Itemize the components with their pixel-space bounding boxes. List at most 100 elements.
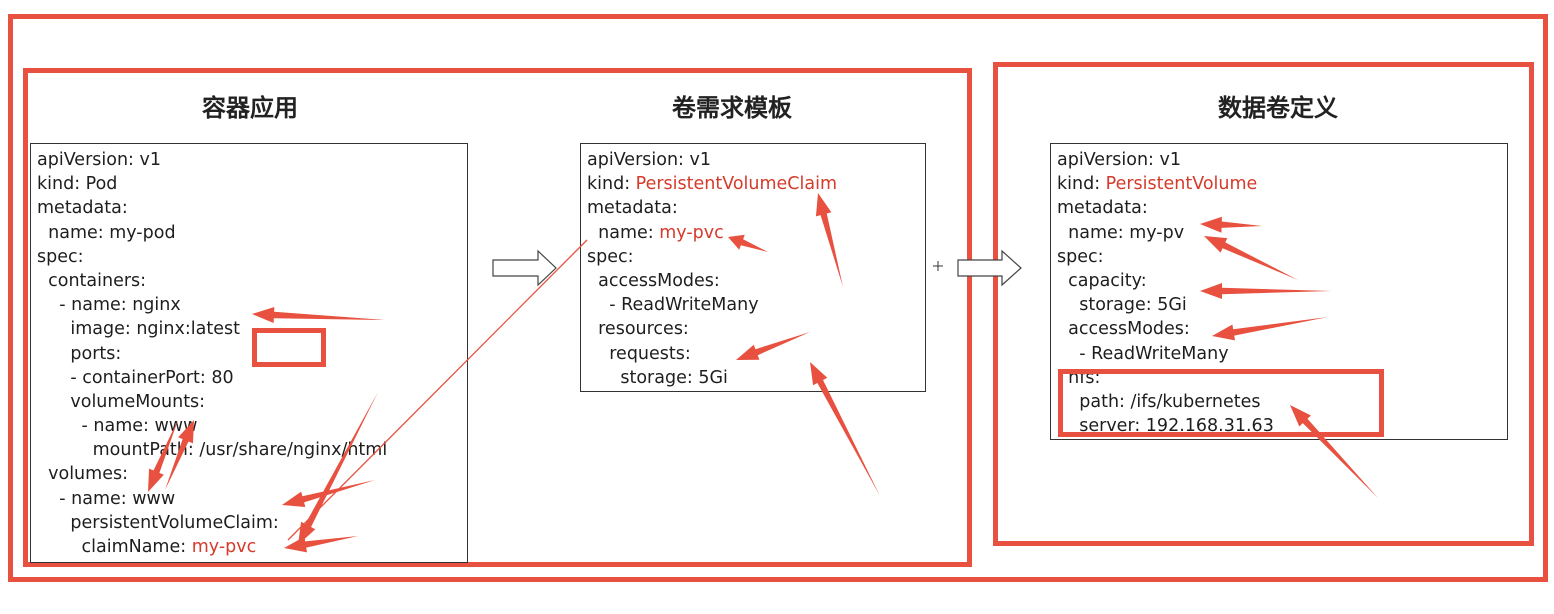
pod-pvc-annotation-box — [23, 68, 972, 567]
image-annotation-box — [252, 328, 326, 367]
annotation-arrow — [282, 480, 375, 508]
pv-annotation-box — [993, 62, 1534, 546]
yaml-line: ports: — [37, 342, 461, 366]
yaml-text: volumeMounts: — [37, 391, 206, 412]
yaml-line: spec: — [37, 245, 461, 269]
yaml-text: kind: — [587, 174, 636, 195]
thin-connector-line — [287, 239, 588, 541]
yaml-text: - name: www — [37, 488, 176, 509]
yaml-line: containers: — [37, 269, 461, 293]
annotation-arrow — [1204, 236, 1298, 280]
annotation-arrow — [810, 362, 880, 496]
cursor-crosshair — [933, 261, 943, 271]
yaml-text: name: — [587, 222, 660, 243]
yaml-line: volumes: — [37, 462, 461, 486]
yaml-text: accessModes: — [587, 270, 720, 291]
nfs-annotation-box — [1058, 369, 1384, 437]
yaml-line: apiVersion: v1 — [1057, 148, 1501, 172]
yaml-line: - ReadWriteMany — [1057, 342, 1501, 366]
panel-title-pod: 容器应用 — [202, 94, 298, 122]
yaml-text: accessModes: — [1057, 319, 1190, 340]
flow-arrow-pod-to-pvc — [492, 249, 557, 287]
annotation-arrow — [1200, 216, 1262, 233]
panel-title-pv: 数据卷定义 — [1218, 94, 1338, 122]
yaml-line: kind: Pod — [37, 172, 461, 196]
yaml-line: metadata: — [587, 196, 919, 220]
yaml-line: name: my-pod — [37, 221, 461, 245]
yaml-line: requests: — [587, 342, 919, 366]
yaml-text: apiVersion: v1 — [1057, 150, 1181, 170]
yaml-line: kind: PersistentVolume — [1057, 172, 1501, 196]
yaml-text: apiVersion: v1 — [37, 150, 161, 170]
yaml-text: kind: — [1057, 174, 1106, 195]
yaml-line: capacity: — [1057, 269, 1501, 293]
yaml-text: name: my-pod — [37, 222, 176, 243]
yaml-text: image: nginx:latest — [37, 319, 240, 340]
yaml-text: - ReadWriteMany — [1057, 343, 1229, 364]
yaml-highlight: PersistentVolumeClaim — [635, 174, 838, 195]
yaml-line: resources: — [587, 317, 919, 341]
yaml-line: metadata: — [1057, 196, 1501, 220]
yaml-line: spec: — [587, 245, 919, 269]
yaml-line: accessModes: — [587, 269, 919, 293]
annotation-arrow — [1212, 317, 1328, 341]
yaml-highlight: my-pvc — [191, 537, 257, 557]
annotation-arrow — [815, 193, 843, 287]
yaml-line: persistentVolumeClaim: — [37, 511, 461, 535]
yaml-line: - name: www — [37, 487, 461, 511]
yaml-text: name: my-pv — [1057, 222, 1185, 243]
yaml-line: spec: — [1057, 245, 1501, 269]
yaml-line: - ReadWriteMany — [587, 293, 919, 317]
yaml-line: name: my-pv — [1057, 221, 1501, 245]
yaml-highlight: my-pvc — [659, 222, 724, 243]
yaml-line: name: my-pvc — [587, 221, 919, 245]
yaml-line: image: nginx:latest — [37, 317, 461, 341]
annotation-arrow — [298, 392, 378, 545]
annotation-arrow — [1290, 405, 1378, 498]
yaml-text: metadata: — [1057, 198, 1148, 219]
annotation-arrow — [1200, 283, 1332, 299]
annotation-arrow — [252, 306, 385, 323]
yaml-line: storage: 5Gi — [587, 366, 919, 390]
yaml-line: claimName: my-pvc — [37, 535, 461, 559]
yaml-text: ports: — [37, 343, 122, 364]
yaml-text: spec: — [587, 246, 634, 267]
yaml-text: resources: — [587, 319, 689, 340]
yaml-line: - name: www — [37, 414, 461, 438]
flow-arrow-pvc-to-pv — [957, 249, 1022, 287]
outer-annotation-box — [8, 14, 1548, 582]
panel-title-pvc: 卷需求模板 — [672, 94, 792, 122]
yaml-line: metadata: — [37, 196, 461, 220]
yaml-text: claimName: — [37, 537, 192, 557]
yaml-text: - containerPort: 80 — [37, 367, 234, 388]
annotation-arrow — [736, 332, 810, 360]
yaml-text: server: 192.168.31.63 — [1057, 416, 1274, 437]
yaml-line: accessModes: — [1057, 317, 1501, 341]
yaml-text: storage: 5Gi — [587, 367, 728, 388]
yaml-line: - containerPort: 80 — [37, 366, 461, 390]
yaml-text: containers: — [37, 270, 147, 291]
yaml-text: metadata: — [37, 198, 128, 219]
yaml-text: - name: www — [37, 416, 198, 437]
yaml-text: path: /ifs/kubernetes — [1057, 391, 1261, 412]
yaml-highlight: PersistentVolume — [1105, 174, 1258, 195]
annotation-arrow — [284, 536, 358, 553]
yaml-text: kind: Pod — [37, 174, 118, 195]
yaml-line: kind: PersistentVolumeClaim — [587, 172, 919, 196]
yaml-text: volumes: — [37, 464, 128, 485]
yaml-text: persistentVolumeClaim: — [37, 512, 279, 533]
yaml-text: capacity: — [1057, 270, 1147, 291]
yaml-text: spec: — [37, 246, 84, 267]
pod-yaml-box: apiVersion: v1 kind: Pod metadata: name: m… — [30, 143, 468, 563]
yaml-line: apiVersion: v1 — [587, 148, 919, 172]
yaml-text: spec: — [1057, 246, 1104, 267]
annotation-arrow — [148, 420, 178, 492]
yaml-line: - name: nginx — [37, 293, 461, 317]
yaml-text: - ReadWriteMany — [587, 295, 759, 316]
yaml-line: path: /ifs/kubernetes — [1057, 390, 1501, 414]
yaml-line: volumeMounts: — [37, 390, 461, 414]
yaml-text: metadata: — [587, 198, 678, 219]
yaml-text: requests: — [587, 343, 691, 364]
